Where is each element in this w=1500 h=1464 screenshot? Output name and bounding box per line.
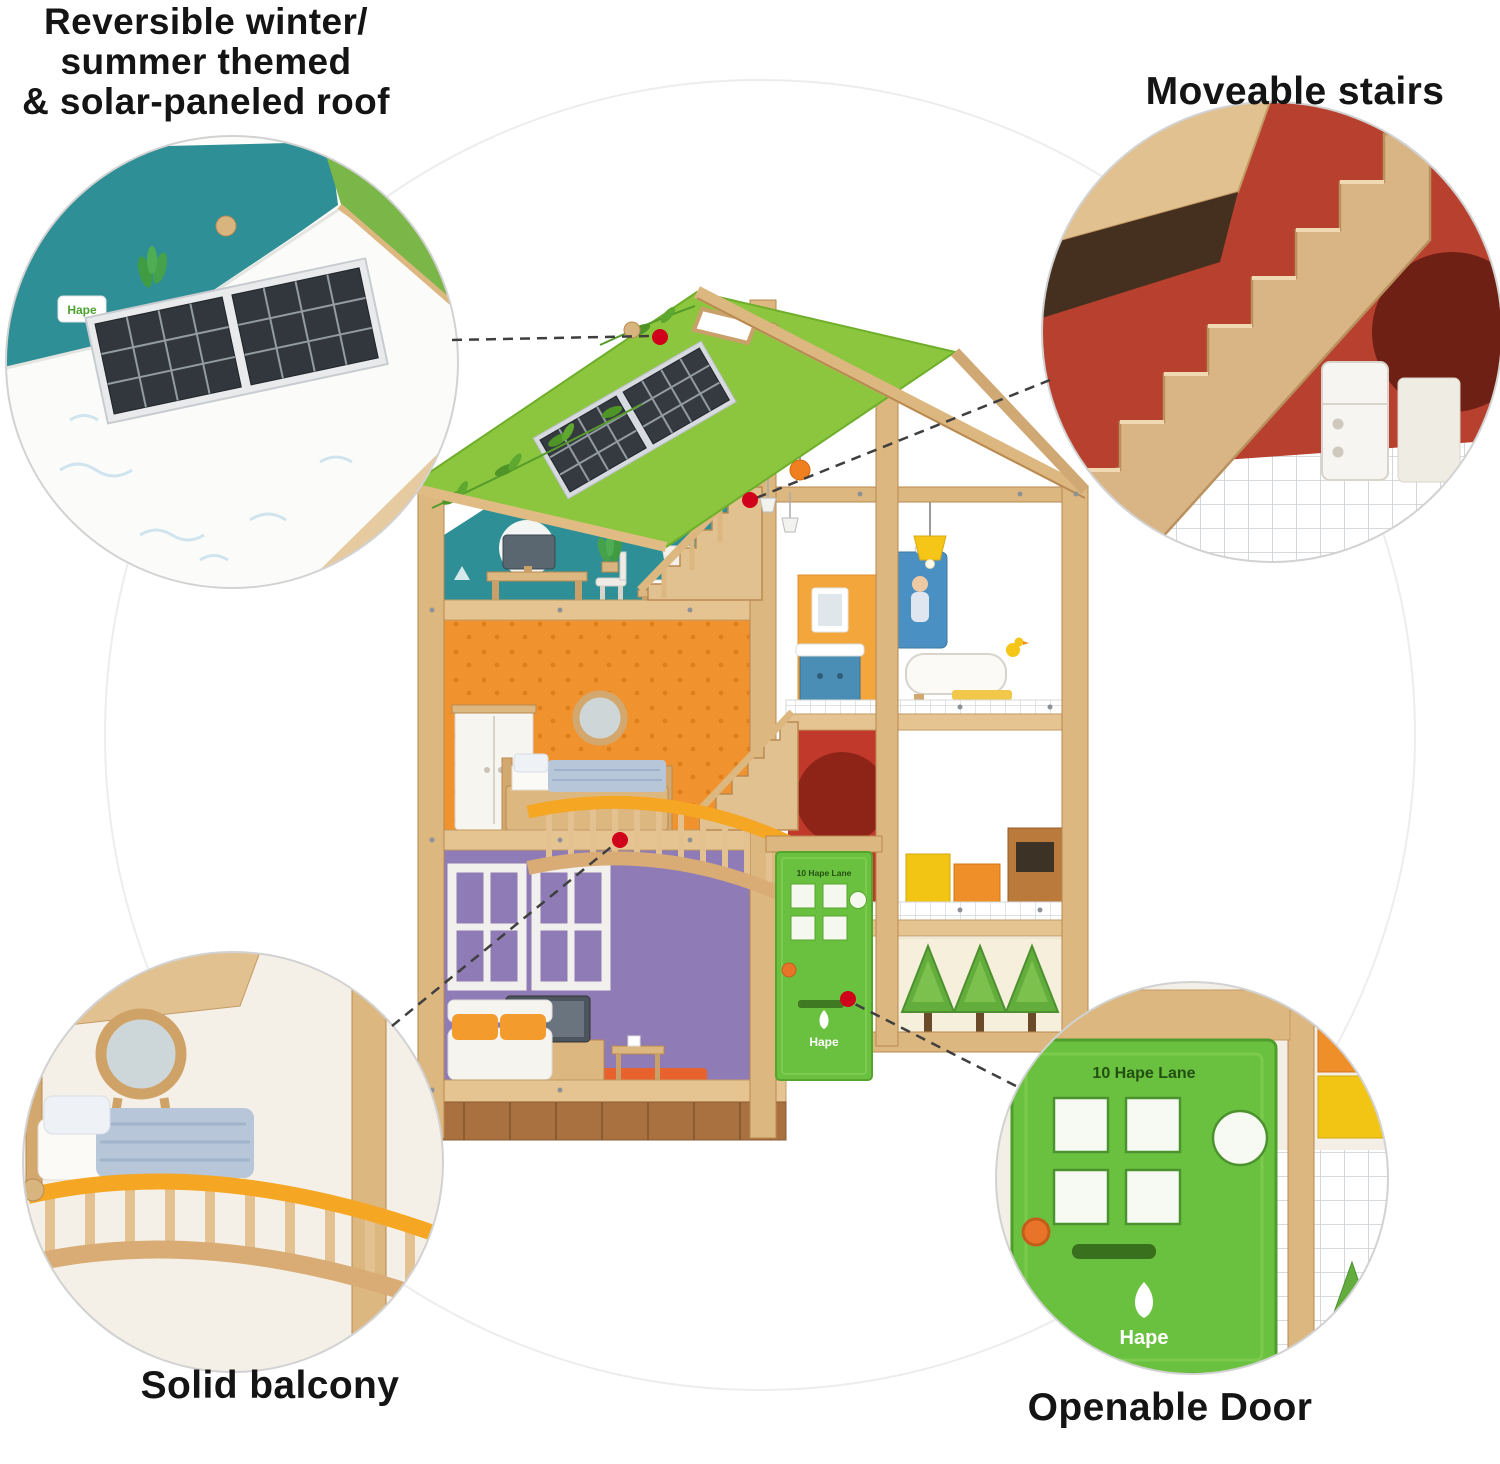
coffee-table [611,1035,665,1080]
tree-panel [897,937,1063,1035]
background-circle [104,79,1416,1391]
marker-door [840,991,856,1007]
callout-balcony-detail [22,951,444,1373]
door-address: 10 Hape Lane [797,868,852,878]
roof [405,286,1090,552]
svg-text:Hape: Hape [1120,1327,1169,1349]
connector-roof [451,334,653,342]
wall-hole-detail [1372,252,1500,412]
potted-plant [597,534,622,573]
kitchen-cabinet-yellow [905,853,951,903]
hape-logo-detail: Hape [1120,1282,1169,1349]
rubber-duck [1006,637,1029,657]
balcony-rail-detail [23,1173,440,1311]
callout-connectors [391,334,1051,1088]
red-panel-hole [796,752,888,844]
door-knob [781,962,797,978]
sink-cabinet [795,643,865,701]
mid-stairs [691,709,799,831]
door-knob-detail [1021,1217,1051,1247]
back-rafter [950,348,1090,494]
marker-balcony [612,832,628,848]
living-room [447,863,707,1084]
hape-badge: Hape [57,295,107,323]
bed-detail [25,1071,254,1185]
post-detail [1287,982,1315,1374]
front-rafter [694,286,1088,498]
marker-stairs [742,492,758,508]
post-detail [351,952,387,1372]
wall-tree-icon [454,566,470,580]
pendant-lamp [913,502,947,569]
callout-door-detail: 10 Hape Lane Hape [995,981,1389,1375]
svg-text:Hape: Hape [67,303,97,317]
orange-ball-pendant [789,459,811,481]
wall-mirror [572,690,628,746]
callout-stairs-detail [1041,101,1500,563]
screws [429,491,1079,1093]
marker-roof [652,329,668,345]
door-address-detail: 10 Hape Lane [1092,1065,1195,1082]
desk [486,571,588,582]
eave-board [406,482,668,552]
chair [595,577,627,587]
balcony-rail [526,795,801,852]
connector-door [850,1000,1017,1088]
bed [501,753,673,831]
computer-monitor [502,534,556,570]
callout-markers [612,329,856,1007]
hanging-ornaments [759,420,811,533]
bathroom [795,502,1029,701]
callout-label-door: Openable Door [1027,1386,1313,1429]
callout-label-roof: Reversible winter/ summer themed & solar… [22,1,390,122]
door-detail: 10 Hape Lane Hape [1010,1038,1278,1374]
cabinet-yellow-detail [1317,1075,1388,1139]
balcony [526,795,802,909]
roof-peg-detail [215,215,237,237]
svg-text:Hape: Hape [809,1035,839,1049]
snow-squiggles [59,414,353,562]
callout-label-stairs: Moveable stairs [1145,70,1445,113]
loft-shadow [1042,192,1238,318]
bath-rug [952,690,1012,700]
cabinet-orange-detail [1317,1011,1388,1073]
solar-panels [532,340,737,500]
solar-panels-detail [84,257,389,425]
floors [417,486,1089,1141]
connector-stairs [755,378,1051,500]
couch [447,999,553,1081]
connector-balcony [391,842,617,1027]
roof-peg [623,321,641,339]
fridge-detail [1321,361,1389,481]
hape-logo: Hape [809,1010,839,1049]
callout-label-balcony: Solid balcony [140,1364,400,1407]
kitchen [905,827,1063,903]
plant-detail [137,246,168,288]
cabinet-detail [1397,377,1461,483]
kitchen-cabinet-orange [953,863,1001,903]
callout-roof-detail: Hape [5,135,459,589]
dollhouse: 10 Hape Lane Hape [405,286,1090,1141]
front-door: 10 Hape Lane Hape [765,835,883,1081]
